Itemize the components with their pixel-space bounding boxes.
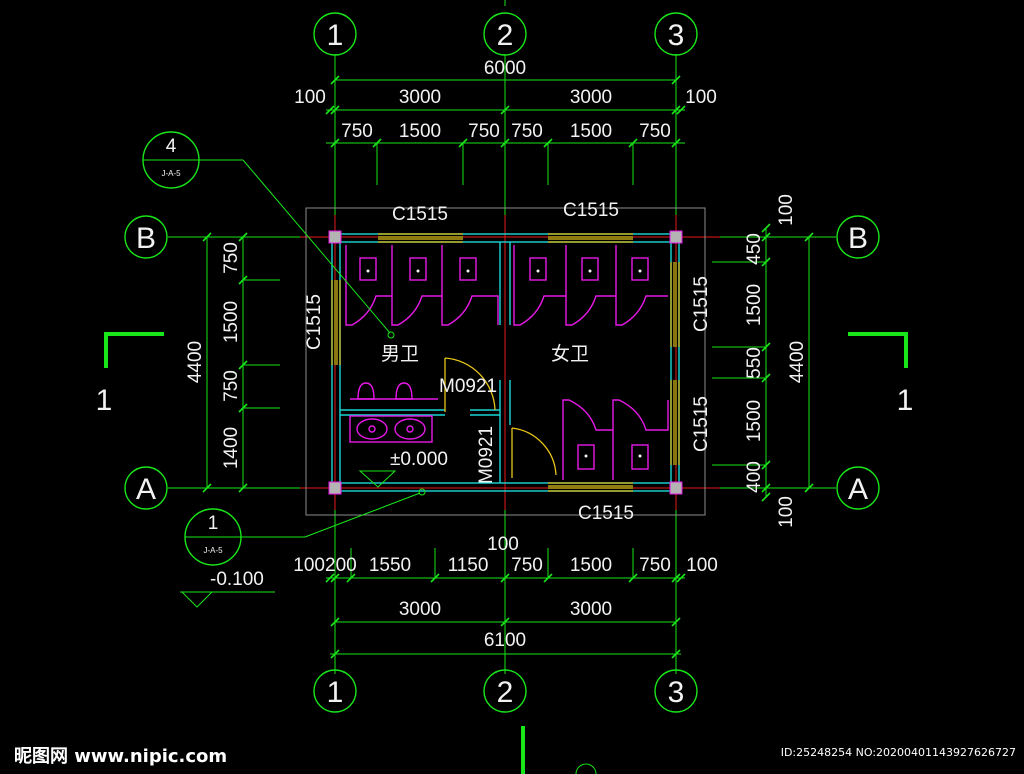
dim-right-part-4: 550 — [744, 347, 765, 379]
walls — [331, 233, 680, 492]
top-dimensions: 6000 100 3000 3000 100 750 1500 750 750 … — [294, 58, 717, 185]
dim-top-fine-5: 1500 — [570, 121, 612, 142]
dim-bottom-overall: 6100 — [484, 630, 526, 651]
window-label-right-lower: C1515 — [691, 396, 712, 452]
dim-top-mid-4: 100 — [685, 87, 717, 108]
circle-fragment — [575, 763, 597, 774]
axis-label-top-3: 3 — [668, 19, 685, 52]
callout-1-number: 1 — [208, 513, 219, 534]
axis-label-top-2: 2 — [497, 19, 514, 52]
dim-bottom-fine-4: 750 — [511, 555, 543, 576]
structural-columns — [328, 230, 683, 495]
section-mark-right: 1 — [848, 332, 913, 417]
left-dimensions: 4400 750 1500 750 1400 — [185, 232, 280, 493]
axis-label-top-1: 1 — [327, 19, 344, 52]
bottom-dimensions: 100 100200 1550 1150 750 1500 750 100 30… — [293, 534, 718, 659]
dim-left-part-3: 750 — [221, 370, 242, 402]
axis-bubbles: 1 2 3 1 2 3 B A B A — [124, 12, 880, 713]
right-dimensions: 100 450 1500 550 1500 400 100 4400 — [712, 194, 814, 528]
windows — [331, 233, 680, 492]
elevation-marks: ±0.000 -0.100 — [180, 449, 448, 608]
dim-bottom-mid-1: 3000 — [399, 599, 441, 620]
dim-left-part-4: 1400 — [221, 427, 242, 469]
dim-left-part-1: 750 — [221, 242, 242, 274]
axis-label-bottom-1: 1 — [327, 676, 344, 709]
door-label-vertical: M0921 — [476, 426, 497, 484]
dim-top-overall: 6000 — [484, 58, 526, 79]
dim-bottom-mid-2: 3000 — [570, 599, 612, 620]
axis-label-right-b: B — [848, 222, 868, 255]
detail-callout-1: 1 J-A-5 — [184, 488, 426, 566]
watermark-id: ID:25248254 NO:20200401143927626727 — [780, 746, 1016, 759]
axis-label-left-a: A — [136, 473, 156, 506]
dim-bottom-fine-5: 1500 — [570, 555, 612, 576]
dim-top-fine-2: 1500 — [399, 121, 441, 142]
dim-top-fine-4: 750 — [511, 121, 543, 142]
dim-right-part-5: 1500 — [744, 400, 765, 442]
elevation-floor: ±0.000 — [390, 449, 448, 470]
dim-top-mid-2: 3000 — [399, 87, 441, 108]
dim-right-part-7: 100 — [776, 496, 797, 528]
axis-label-bottom-2: 2 — [497, 676, 514, 709]
room-labels: 男卫 女卫 — [381, 343, 589, 365]
elevation-outside: -0.100 — [210, 569, 264, 590]
door-label-main: M0921 — [439, 376, 497, 397]
dim-top-fine-3: 750 — [468, 121, 500, 142]
section-mark-left: 1 — [96, 332, 164, 417]
door-labels: M0921 M0921 — [439, 376, 497, 484]
dim-top-fine-1: 750 — [341, 121, 373, 142]
urinals — [350, 382, 438, 400]
callout-4-sheet: J-A-5 — [161, 169, 181, 178]
window-label-bottom: C1515 — [578, 503, 634, 524]
axis-lines — [168, 0, 836, 674]
roof-outline — [305, 207, 706, 516]
dim-left-part-2: 1500 — [221, 301, 242, 343]
dim-bottom-fine-2: 1550 — [369, 555, 411, 576]
detail-callout-4: 4 J-A-5 — [142, 131, 395, 339]
dim-top-fine-6: 750 — [639, 121, 671, 142]
callout-4-number: 4 — [166, 136, 177, 157]
dim-left-overall: 4400 — [185, 341, 206, 383]
dim-right-part-2: 450 — [744, 233, 765, 265]
dim-bottom-fine-6: 750 — [639, 555, 671, 576]
room-label-women: 女卫 — [551, 343, 589, 365]
men-toilet-stalls — [345, 245, 499, 326]
dim-right-part-6: 400 — [744, 461, 765, 493]
window-label-left: C1515 — [304, 294, 325, 350]
doors — [444, 357, 557, 478]
dim-bottom-center: 100 — [487, 534, 519, 555]
axis-label-bottom-3: 3 — [668, 676, 685, 709]
washbasins — [349, 415, 433, 443]
callout-1-sheet: J-A-5 — [203, 546, 223, 555]
axis-label-left-b: B — [136, 222, 156, 255]
window-label-top-left: C1515 — [392, 204, 448, 225]
dim-top-mid-3: 3000 — [570, 87, 612, 108]
room-label-men: 男卫 — [381, 343, 419, 365]
dim-right-overall: 4400 — [787, 341, 808, 383]
window-labels: C1515 C1515 C1515 C1515 C1515 C1515 — [304, 200, 712, 524]
axis-label-right-a: A — [848, 473, 868, 506]
dim-right-part-1: 100 — [776, 194, 797, 226]
women-toilet-stalls — [513, 245, 669, 480]
section-number-right: 1 — [897, 384, 914, 417]
dim-bottom-fine-7: 100 — [686, 555, 718, 576]
dim-bottom-fine-1: 100200 — [293, 555, 356, 576]
watermark-site: 昵图网 www.nipic.com — [14, 746, 228, 767]
window-label-right-upper: C1515 — [691, 276, 712, 332]
dim-right-part-3: 1500 — [744, 284, 765, 326]
window-label-top-right: C1515 — [563, 200, 619, 221]
dim-bottom-fine-3: 1150 — [448, 555, 489, 576]
section-number-left: 1 — [96, 384, 113, 417]
dim-top-mid-1: 100 — [294, 87, 326, 108]
